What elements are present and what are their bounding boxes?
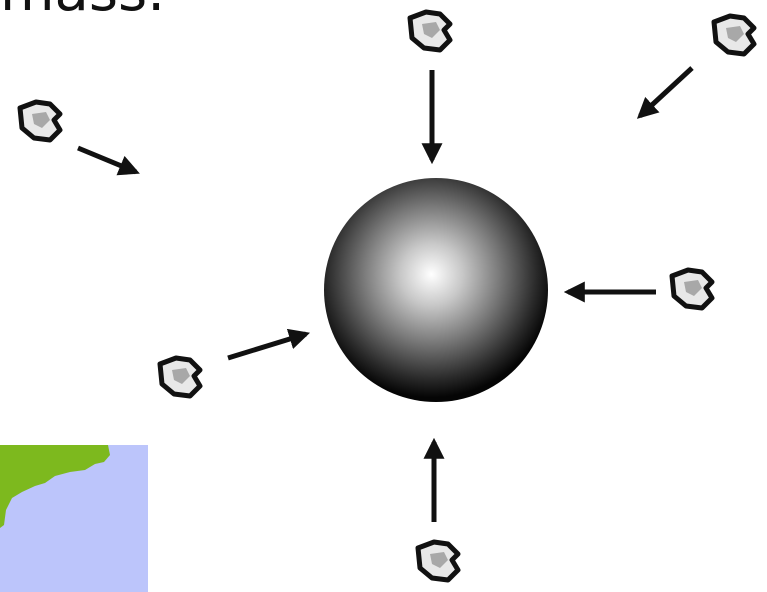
- arrow-icon: [77, 145, 140, 176]
- asteroid-icon: [714, 16, 754, 54]
- arrow-icon: [227, 328, 311, 361]
- arrow-icon: [636, 66, 694, 119]
- asteroid-icon: [20, 102, 60, 140]
- central-mass-sphere: [324, 178, 548, 402]
- asteroid-icon: [410, 12, 450, 50]
- corner-map: [0, 445, 148, 592]
- caption-text: mass.: [0, 0, 165, 20]
- asteroid-icon: [160, 358, 200, 396]
- land-area: [0, 445, 110, 528]
- asteroid-icon: [672, 270, 712, 308]
- asteroid-icon: [418, 542, 458, 580]
